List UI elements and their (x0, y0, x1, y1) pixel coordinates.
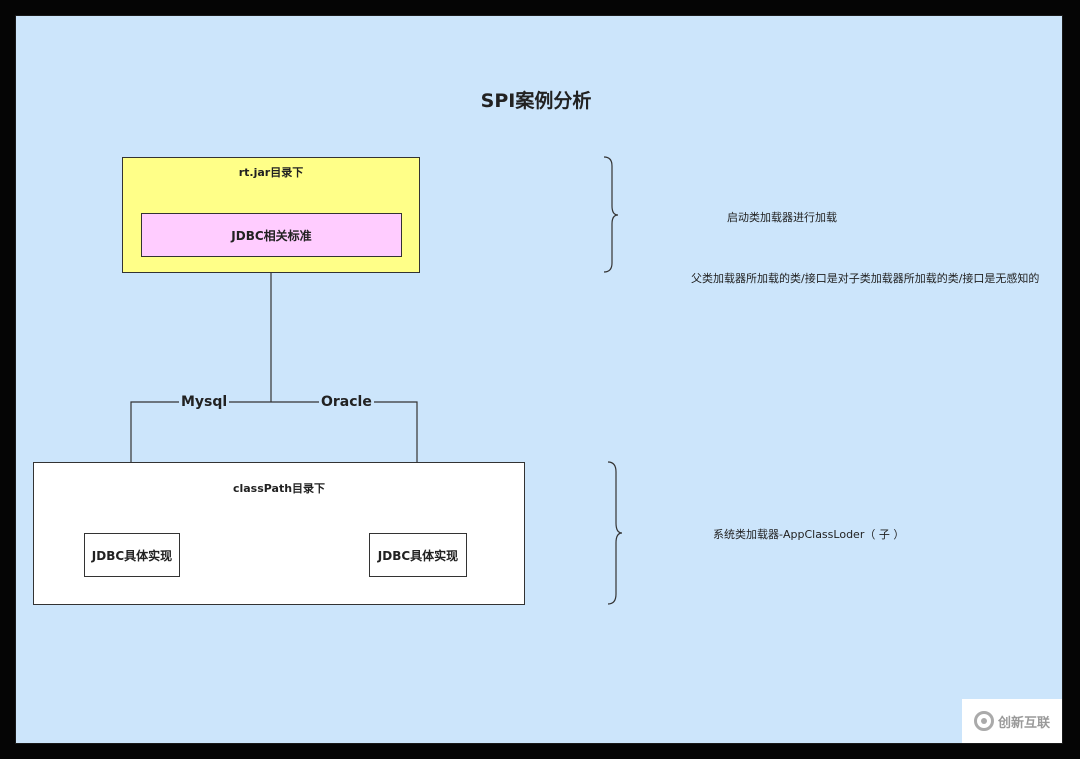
note-parent-rule: 父类加载器所加载的类/接口是对子类加载器所加载的类/接口是无感知的 (691, 272, 1040, 285)
rt-jar-label: rt.jar目录下 (238, 166, 304, 179)
note-app-loader: 系统类加载器-AppClassLoder（ 子 ） (713, 528, 905, 541)
jdbc-impl-left: JDBC具体实现 (84, 533, 180, 577)
note-bootstrap-loader: 启动类加载器进行加载 (727, 211, 837, 224)
jdbc-standard-box: JDBC相关标准 (141, 213, 402, 257)
watermark: 创新互联 (962, 699, 1062, 743)
edge-label-mysql: Mysql (179, 394, 230, 410)
watermark-logo-icon (973, 711, 994, 731)
classpath-box: classPath目录下 JDBC具体实现 JDBC具体实现 (33, 462, 525, 605)
diagram-canvas: SPI案例分析 rt.jar目录下 JDBC相关标准 classPath目录下 … (15, 15, 1063, 744)
watermark-text: 创新互联 (997, 715, 1050, 731)
brace-bottom (607, 461, 623, 605)
classpath-label: classPath目录下 (232, 482, 326, 495)
jdbc-impl-right: JDBC具体实现 (369, 533, 467, 577)
diagram-title: SPI案例分析 (480, 90, 592, 112)
rt-jar-box: rt.jar目录下 JDBC相关标准 (122, 157, 420, 273)
connector-layer (126, 156, 623, 605)
brace-top (603, 156, 619, 273)
edge-label-oracle: Oracle (319, 394, 374, 410)
